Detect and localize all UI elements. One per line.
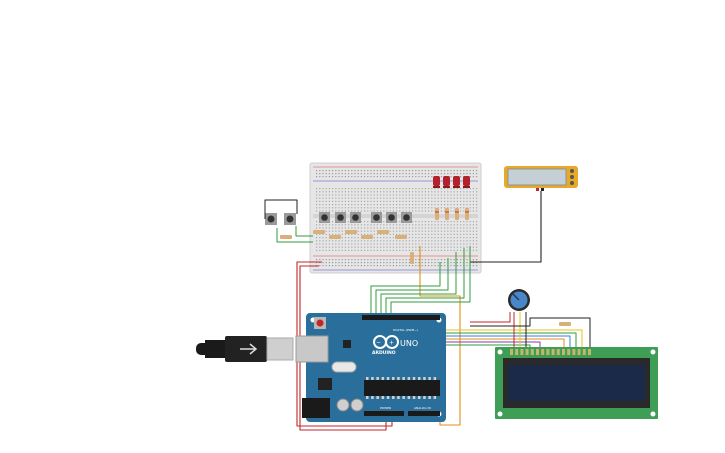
push-button[interactable] [284,213,296,225]
led-resistors [435,208,469,220]
breadboard-resistors [313,230,414,264]
led-group [433,176,470,188]
arduino-logo: − + [373,335,399,349]
analog-header-label: ANALOG IN [414,406,431,410]
breadboard-buttons [319,212,412,223]
svg-text:+: + [389,340,394,347]
push-button[interactable] [386,212,397,223]
push-button[interactable] [371,212,382,223]
breadboard-holes [316,170,478,267]
multimeter[interactable] [504,166,578,191]
led-2[interactable] [443,176,450,188]
digital-header-label: DIGITAL (PWM~) [393,328,418,332]
power-header-label: POWER [380,406,391,410]
push-button[interactable] [335,212,346,223]
chip-pins [366,377,437,399]
lcd-pin-header [510,349,591,355]
push-button[interactable] [401,212,412,223]
led-3[interactable] [453,176,460,188]
arduino-uno[interactable]: − + ARDUINO UNO DIGITAL (PWM~) POWER ANA… [295,313,446,422]
led-4[interactable] [463,176,470,188]
push-button[interactable] [319,212,330,223]
push-button[interactable] [350,212,361,223]
arduino-brand-text: ARDUINO [372,350,396,356]
usb-cable[interactable] [196,336,294,362]
lcd-16x2[interactable] [495,347,658,419]
svg-text:−: − [376,340,381,347]
arduino-model-text: UNO [400,339,418,348]
side-buttons [265,213,296,239]
led-1[interactable] [433,176,440,188]
push-button[interactable] [265,213,277,225]
potentiometer[interactable] [508,289,530,311]
